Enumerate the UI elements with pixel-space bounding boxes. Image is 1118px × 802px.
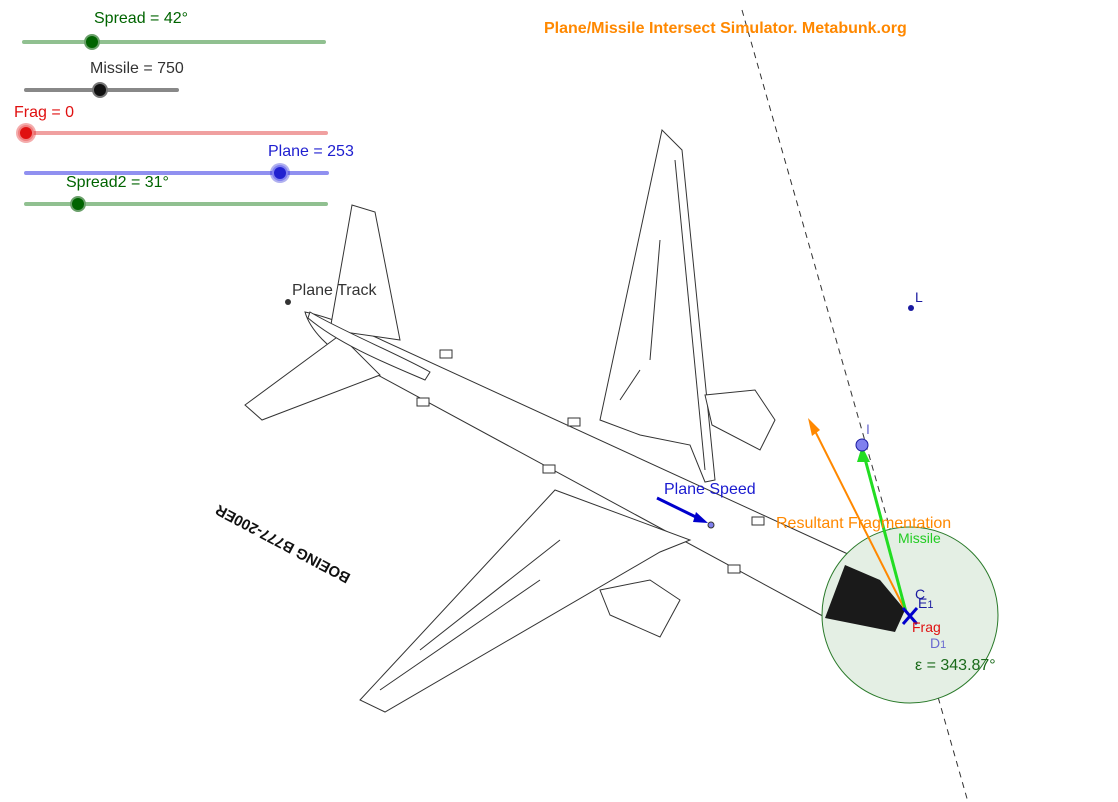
point-plane-track: [285, 299, 291, 305]
label-resultant: Resultant Fragmentation: [776, 515, 952, 532]
slider-spread-knob[interactable]: [84, 34, 100, 50]
app-title: Plane/Missile Intersect Simulator. Metab…: [544, 20, 907, 37]
slider-plane-label: Plane = 253: [268, 143, 354, 160]
label-frag: Frag: [912, 619, 941, 635]
label-plane-track: Plane Track: [292, 282, 377, 299]
label-point-l: L: [915, 289, 923, 305]
cockpit-blackout: [825, 565, 905, 632]
slider-missile-knob[interactable]: [92, 82, 108, 98]
slider-spread2-label: Spread2 = 31°: [66, 174, 169, 191]
label-missile: Missile: [898, 530, 941, 546]
resultant-vector: [811, 424, 906, 611]
slider-missile-label: Missile = 750: [90, 60, 184, 77]
label-plane-speed: Plane Speed: [664, 481, 756, 498]
label-point-e: E1: [918, 595, 934, 611]
missile-vector: [862, 454, 908, 613]
slider-spread2-knob[interactable]: [70, 196, 86, 212]
point-l: [908, 305, 914, 311]
plane-speed-vector: [656, 496, 703, 522]
label-point-c: C: [915, 586, 926, 602]
point-i: [855, 438, 869, 452]
aircraft-outline: [244, 128, 906, 713]
slider-frag-label: Frag = 0: [14, 104, 75, 121]
slider-spread-label: Spread = 42°: [94, 10, 189, 27]
slider-frag-knob[interactable]: [18, 125, 34, 141]
slider-plane-knob[interactable]: [272, 165, 288, 181]
label-point-i: I: [866, 421, 870, 437]
label-epsilon: ε = 343.87°: [915, 657, 996, 674]
point-plane-speed: [707, 521, 715, 529]
label-point-d: D1: [930, 635, 947, 651]
